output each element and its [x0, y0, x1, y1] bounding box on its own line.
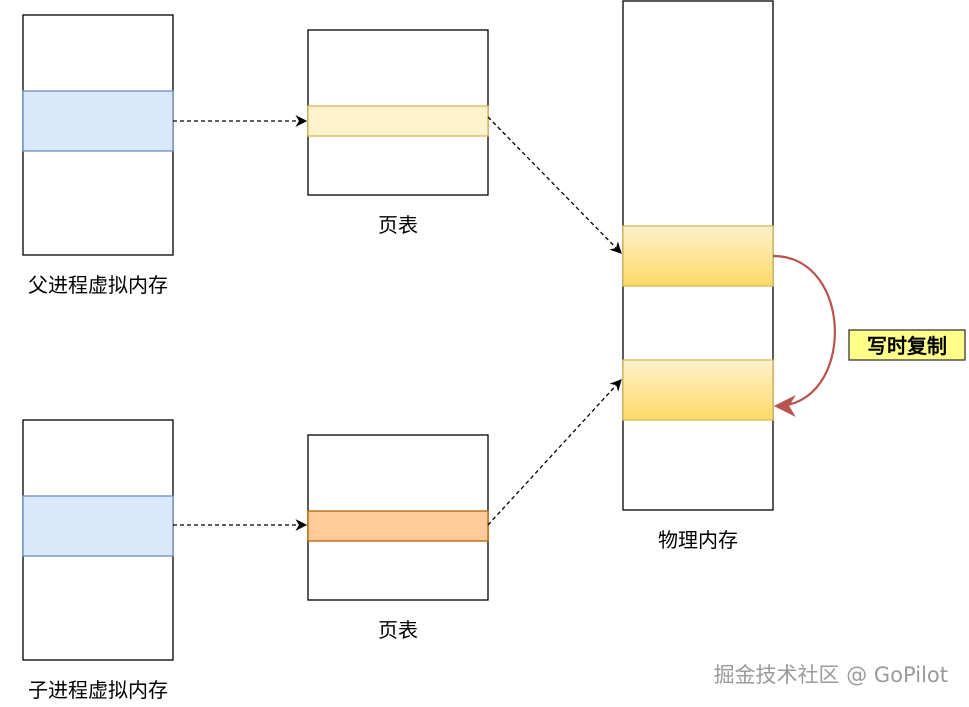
child-virtual-page-block [22, 495, 174, 557]
parent-page-table-entry [307, 105, 489, 137]
parent-pte-to-physical-arrow [487, 116, 622, 254]
child-page-table: 页表 [307, 434, 489, 642]
physical-page-original [622, 225, 774, 287]
watermark: 掘金技术社区 @ GoPilot [714, 663, 948, 687]
child-page-table-label: 页表 [378, 618, 418, 642]
parent-virtual-memory: 父进程虚拟内存 [22, 14, 174, 297]
child-page-table-entry [307, 510, 489, 542]
parent-virtual-memory-label: 父进程虚拟内存 [28, 273, 168, 297]
copy-on-write-arrow [772, 254, 836, 417]
physical-memory: 物理内存 [622, 0, 774, 552]
child-virtual-memory-label: 子进程虚拟内存 [28, 678, 168, 702]
parent-page-table-label: 页表 [378, 213, 418, 237]
physical-page-copy [622, 359, 774, 421]
physical-memory-label: 物理内存 [658, 528, 738, 552]
copy-on-write-badge-box [848, 329, 966, 361]
copy-on-write-badge-label: 写时复制 [867, 334, 947, 358]
child-virtual-memory: 子进程虚拟内存 [22, 419, 174, 702]
parent-virtual-page-block [22, 90, 174, 152]
parent-page-table: 页表 [307, 29, 489, 237]
child-pte-to-physical-arrow [487, 379, 622, 526]
copy-on-write-badge: 写时复制 [848, 329, 966, 361]
